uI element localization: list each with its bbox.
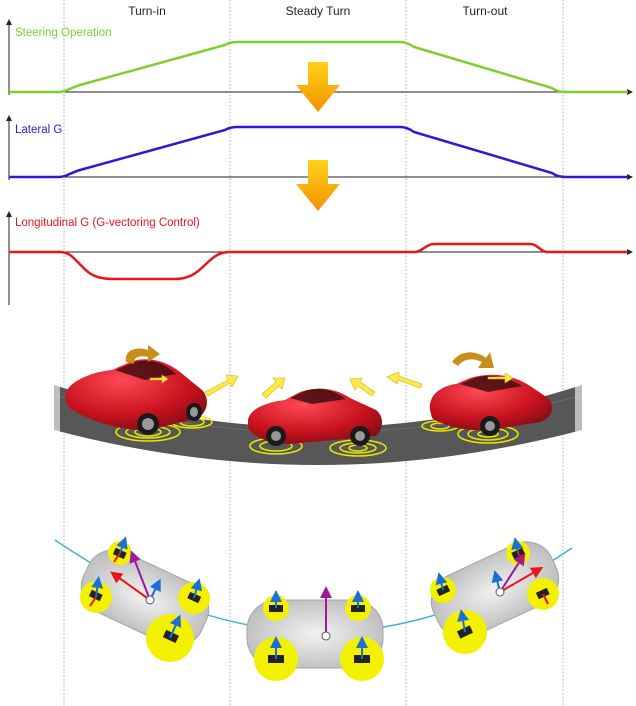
steering-curve: [9, 40, 628, 94]
topview-car-steady: [246, 586, 384, 681]
motion-arrow-icon: [487, 372, 514, 384]
phase-steady-turn: Steady Turn: [285, 4, 351, 18]
road: [54, 385, 582, 465]
motion-arrow-icon: [349, 377, 376, 397]
longitudinal-curve: [9, 242, 628, 281]
topview-car-turn-in: [80, 536, 210, 662]
steering-label: Steering Operation: [15, 27, 112, 39]
lateral-curve: [9, 125, 628, 179]
rotation-arrow-icon: [452, 352, 494, 368]
motion-arrows: [149, 371, 514, 399]
motion-arrow-icon: [204, 374, 239, 397]
phase-turn-out: Turn-out: [462, 4, 508, 18]
motion-arrow-icon: [386, 371, 423, 389]
lateral-label: Lateral G: [15, 124, 62, 136]
phase-turn-in: Turn-in: [128, 4, 166, 18]
down-arrow-icon: [296, 160, 340, 211]
phase-dividers: [63, 0, 564, 706]
car-turn-out: [421, 352, 553, 444]
motion-arrow-icon: [149, 374, 169, 384]
longitudinal-label: Longitudinal G (G-vectoring Control): [15, 217, 200, 229]
motion-arrow-icon: [261, 377, 286, 399]
car-turn-in: [65, 345, 213, 442]
topview-car-turn-out: [430, 537, 560, 654]
rotation-arrow-icon: [125, 345, 160, 364]
car-steady-turn: [248, 388, 387, 457]
down-arrow-icon: [296, 62, 340, 112]
